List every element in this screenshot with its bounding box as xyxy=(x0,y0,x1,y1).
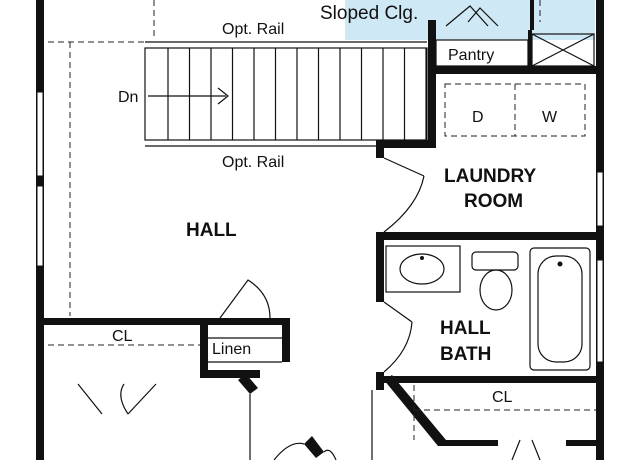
pantry-label: Pantry xyxy=(448,47,494,64)
hall-bath-label-1: HALL xyxy=(440,318,491,339)
stair-down-label: Dn xyxy=(118,89,138,106)
closet-left-label: CL xyxy=(112,328,133,345)
stair xyxy=(144,41,428,147)
rail-bottom-label: Opt. Rail xyxy=(222,154,284,171)
windows xyxy=(36,91,604,363)
dryer-label: D xyxy=(472,109,484,126)
washer-label: W xyxy=(542,109,558,126)
hall-bath-label-2: BATH xyxy=(440,344,491,365)
dashed-lines xyxy=(48,0,596,440)
rail-top-label: Opt. Rail xyxy=(222,21,284,38)
pantry-area xyxy=(435,5,595,67)
closet-right-label: CL xyxy=(492,389,513,406)
hall-label: HALL xyxy=(186,220,237,241)
laundry-room-label-2: ROOM xyxy=(464,191,523,212)
sloped-ceiling-label: Sloped Clg. xyxy=(320,3,418,24)
doors xyxy=(77,157,541,460)
linen-shelf xyxy=(208,337,282,363)
bath-fixtures xyxy=(385,245,591,371)
linen-label: Linen xyxy=(212,341,251,358)
laundry-room-label-1: LAUNDRY xyxy=(444,166,537,187)
